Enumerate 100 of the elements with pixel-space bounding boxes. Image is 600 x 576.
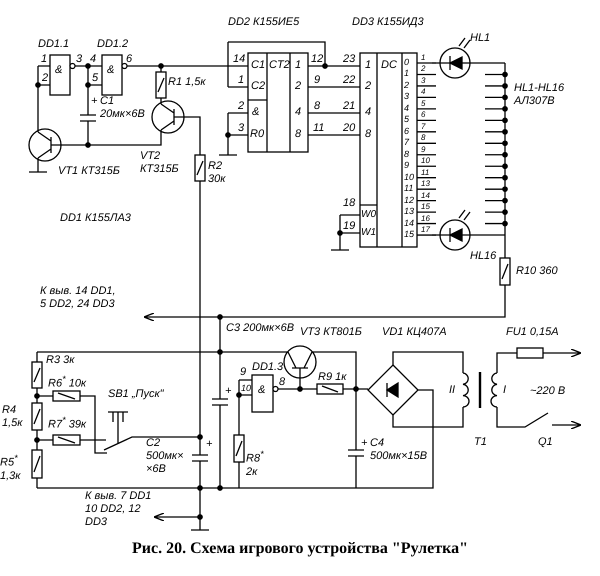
component-label: SB1 „Пуск" bbox=[108, 388, 164, 401]
pin-number: 18 bbox=[343, 197, 356, 210]
output-number: 2 bbox=[404, 80, 410, 91]
pin-number: 9 bbox=[240, 366, 246, 379]
pin-number: 10 bbox=[241, 383, 252, 394]
pin-number: 3 bbox=[238, 122, 244, 135]
pin-number: 2 bbox=[238, 100, 244, 113]
component-label: DD3 К155ИД3 bbox=[352, 16, 424, 29]
component-label: VT1 КТ315Б bbox=[58, 165, 120, 178]
output-number: 7 bbox=[404, 137, 410, 148]
component-label: R9 1к bbox=[318, 371, 346, 384]
logic-symbol: CT2 bbox=[269, 59, 290, 72]
component-label: HL16 bbox=[470, 250, 496, 263]
figure-caption: Рис. 20. Схема игрового устройства "Рулетка" bbox=[131, 540, 469, 558]
logic-symbol: 4 bbox=[365, 106, 372, 119]
pin-number: 15 bbox=[421, 202, 430, 212]
component-label: R10 360 bbox=[516, 265, 558, 278]
component-label: R7$^{*}$ 39к bbox=[48, 414, 86, 432]
pin-number: 4 bbox=[90, 53, 96, 66]
pin-number: 11 bbox=[313, 122, 324, 135]
component-label: T1 bbox=[474, 436, 487, 449]
pin-number: 20 bbox=[343, 122, 356, 135]
component-label: FU1 0,15А bbox=[506, 326, 559, 339]
output-number: 12 bbox=[404, 194, 414, 206]
logic-symbol: 4 bbox=[295, 106, 302, 119]
pin-number: 1 bbox=[421, 53, 426, 63]
component-label: C4 500мк×15В bbox=[370, 437, 428, 463]
logic-symbol: C2 bbox=[251, 80, 266, 93]
output-number: 1 bbox=[404, 68, 410, 80]
logic-symbol: 2 bbox=[295, 80, 302, 93]
pin-number: 19 bbox=[343, 220, 356, 233]
pin-number: 8 bbox=[314, 100, 320, 113]
pin-number: 17 bbox=[421, 225, 430, 236]
pin-number: 8 bbox=[421, 133, 426, 144]
pin-number: 12 bbox=[311, 53, 324, 66]
polarity-sign: + bbox=[206, 438, 212, 451]
component-label: DD1.1 bbox=[38, 38, 70, 51]
component-label: DD1 К155ЛА3 bbox=[60, 212, 131, 225]
logic-symbol: 8 bbox=[365, 128, 372, 141]
pin-number: 1 bbox=[41, 53, 48, 66]
pin-number: 6 bbox=[126, 53, 132, 66]
component-label: VT3 КТ801Б bbox=[300, 326, 362, 339]
logic-symbol: & bbox=[258, 384, 266, 397]
component-label: R1 1,5к bbox=[168, 76, 206, 89]
polarity-sign: + bbox=[225, 385, 232, 398]
pin-number: 2 bbox=[42, 72, 48, 85]
logic-symbol: 1 bbox=[365, 59, 372, 72]
component-label: R2 30к bbox=[208, 160, 227, 186]
component-label: R5$^{*}$ 1,3к bbox=[0, 452, 22, 483]
output-number: 15 bbox=[404, 229, 414, 240]
pin-number: 4 bbox=[421, 87, 426, 98]
component-label: C1 20мк×6В bbox=[100, 95, 146, 121]
pin-number: 16 bbox=[421, 214, 430, 224]
logic-symbol: R0 bbox=[250, 128, 264, 141]
pin-number: 13 bbox=[421, 179, 430, 190]
logic-symbol: 2 bbox=[365, 80, 372, 93]
pin-number: 2 bbox=[421, 64, 426, 74]
pin-number: 10 bbox=[421, 156, 430, 166]
component-label: DD1.2 bbox=[97, 38, 128, 51]
component-label: ~220 В bbox=[530, 385, 566, 398]
output-number: 9 bbox=[404, 160, 410, 172]
component-label: R4 1,5к bbox=[2, 404, 24, 430]
connection-note: К выв. 14 DD1, 5 DD2, 24 DD3 bbox=[40, 285, 117, 311]
pin-number: 22 bbox=[343, 74, 356, 87]
component-label: R8$^{*}$ 2к bbox=[246, 448, 265, 479]
component-label: R6$^{*}$ 10к bbox=[48, 373, 86, 391]
winding-label: I bbox=[503, 384, 506, 397]
winding-label: II bbox=[449, 384, 456, 397]
output-number: 14 bbox=[404, 218, 414, 229]
logic-symbol: W0 bbox=[361, 209, 376, 221]
pin-number: 9 bbox=[314, 74, 320, 87]
pin-number: 6 bbox=[421, 110, 426, 120]
pin-number: 5 bbox=[421, 98, 426, 109]
component-label: R3 3к bbox=[46, 354, 74, 367]
logic-symbol: & bbox=[252, 106, 260, 119]
logic-symbol: 1 bbox=[295, 59, 302, 72]
component-label: Q1 bbox=[538, 436, 553, 449]
output-number: 8 bbox=[404, 148, 410, 160]
polarity-sign: + bbox=[361, 437, 368, 450]
logic-symbol: & bbox=[55, 64, 62, 77]
pin-number: 7 bbox=[421, 122, 426, 132]
logic-symbol: 8 bbox=[295, 128, 302, 141]
pin-number: 21 bbox=[343, 100, 356, 113]
polarity-sign: + bbox=[91, 95, 98, 108]
output-number: 3 bbox=[404, 91, 410, 102]
output-number: 0 bbox=[404, 57, 410, 68]
component-label: C2 500мк× ×6В bbox=[146, 437, 185, 476]
pin-number: 11 bbox=[421, 168, 430, 178]
pin-number: 9 bbox=[421, 144, 426, 155]
logic-symbol: C1 bbox=[251, 59, 266, 72]
pin-number: 1 bbox=[238, 74, 244, 87]
pin-number: 23 bbox=[343, 53, 356, 66]
connection-note: К выв. 7 DD1 10 DD2, 12 DD3 bbox=[85, 490, 152, 529]
logic-symbol: W1 bbox=[361, 227, 376, 239]
output-number: 10 bbox=[404, 172, 414, 183]
component-label: HL1-HL16 АЛ307В bbox=[514, 82, 566, 108]
component-label: DD1.3 bbox=[252, 361, 284, 374]
output-number: 6 bbox=[404, 126, 410, 137]
component-label: DD2 К155ИЕ5 bbox=[228, 16, 300, 29]
component-label: VD1 КЦ407А bbox=[382, 326, 447, 339]
